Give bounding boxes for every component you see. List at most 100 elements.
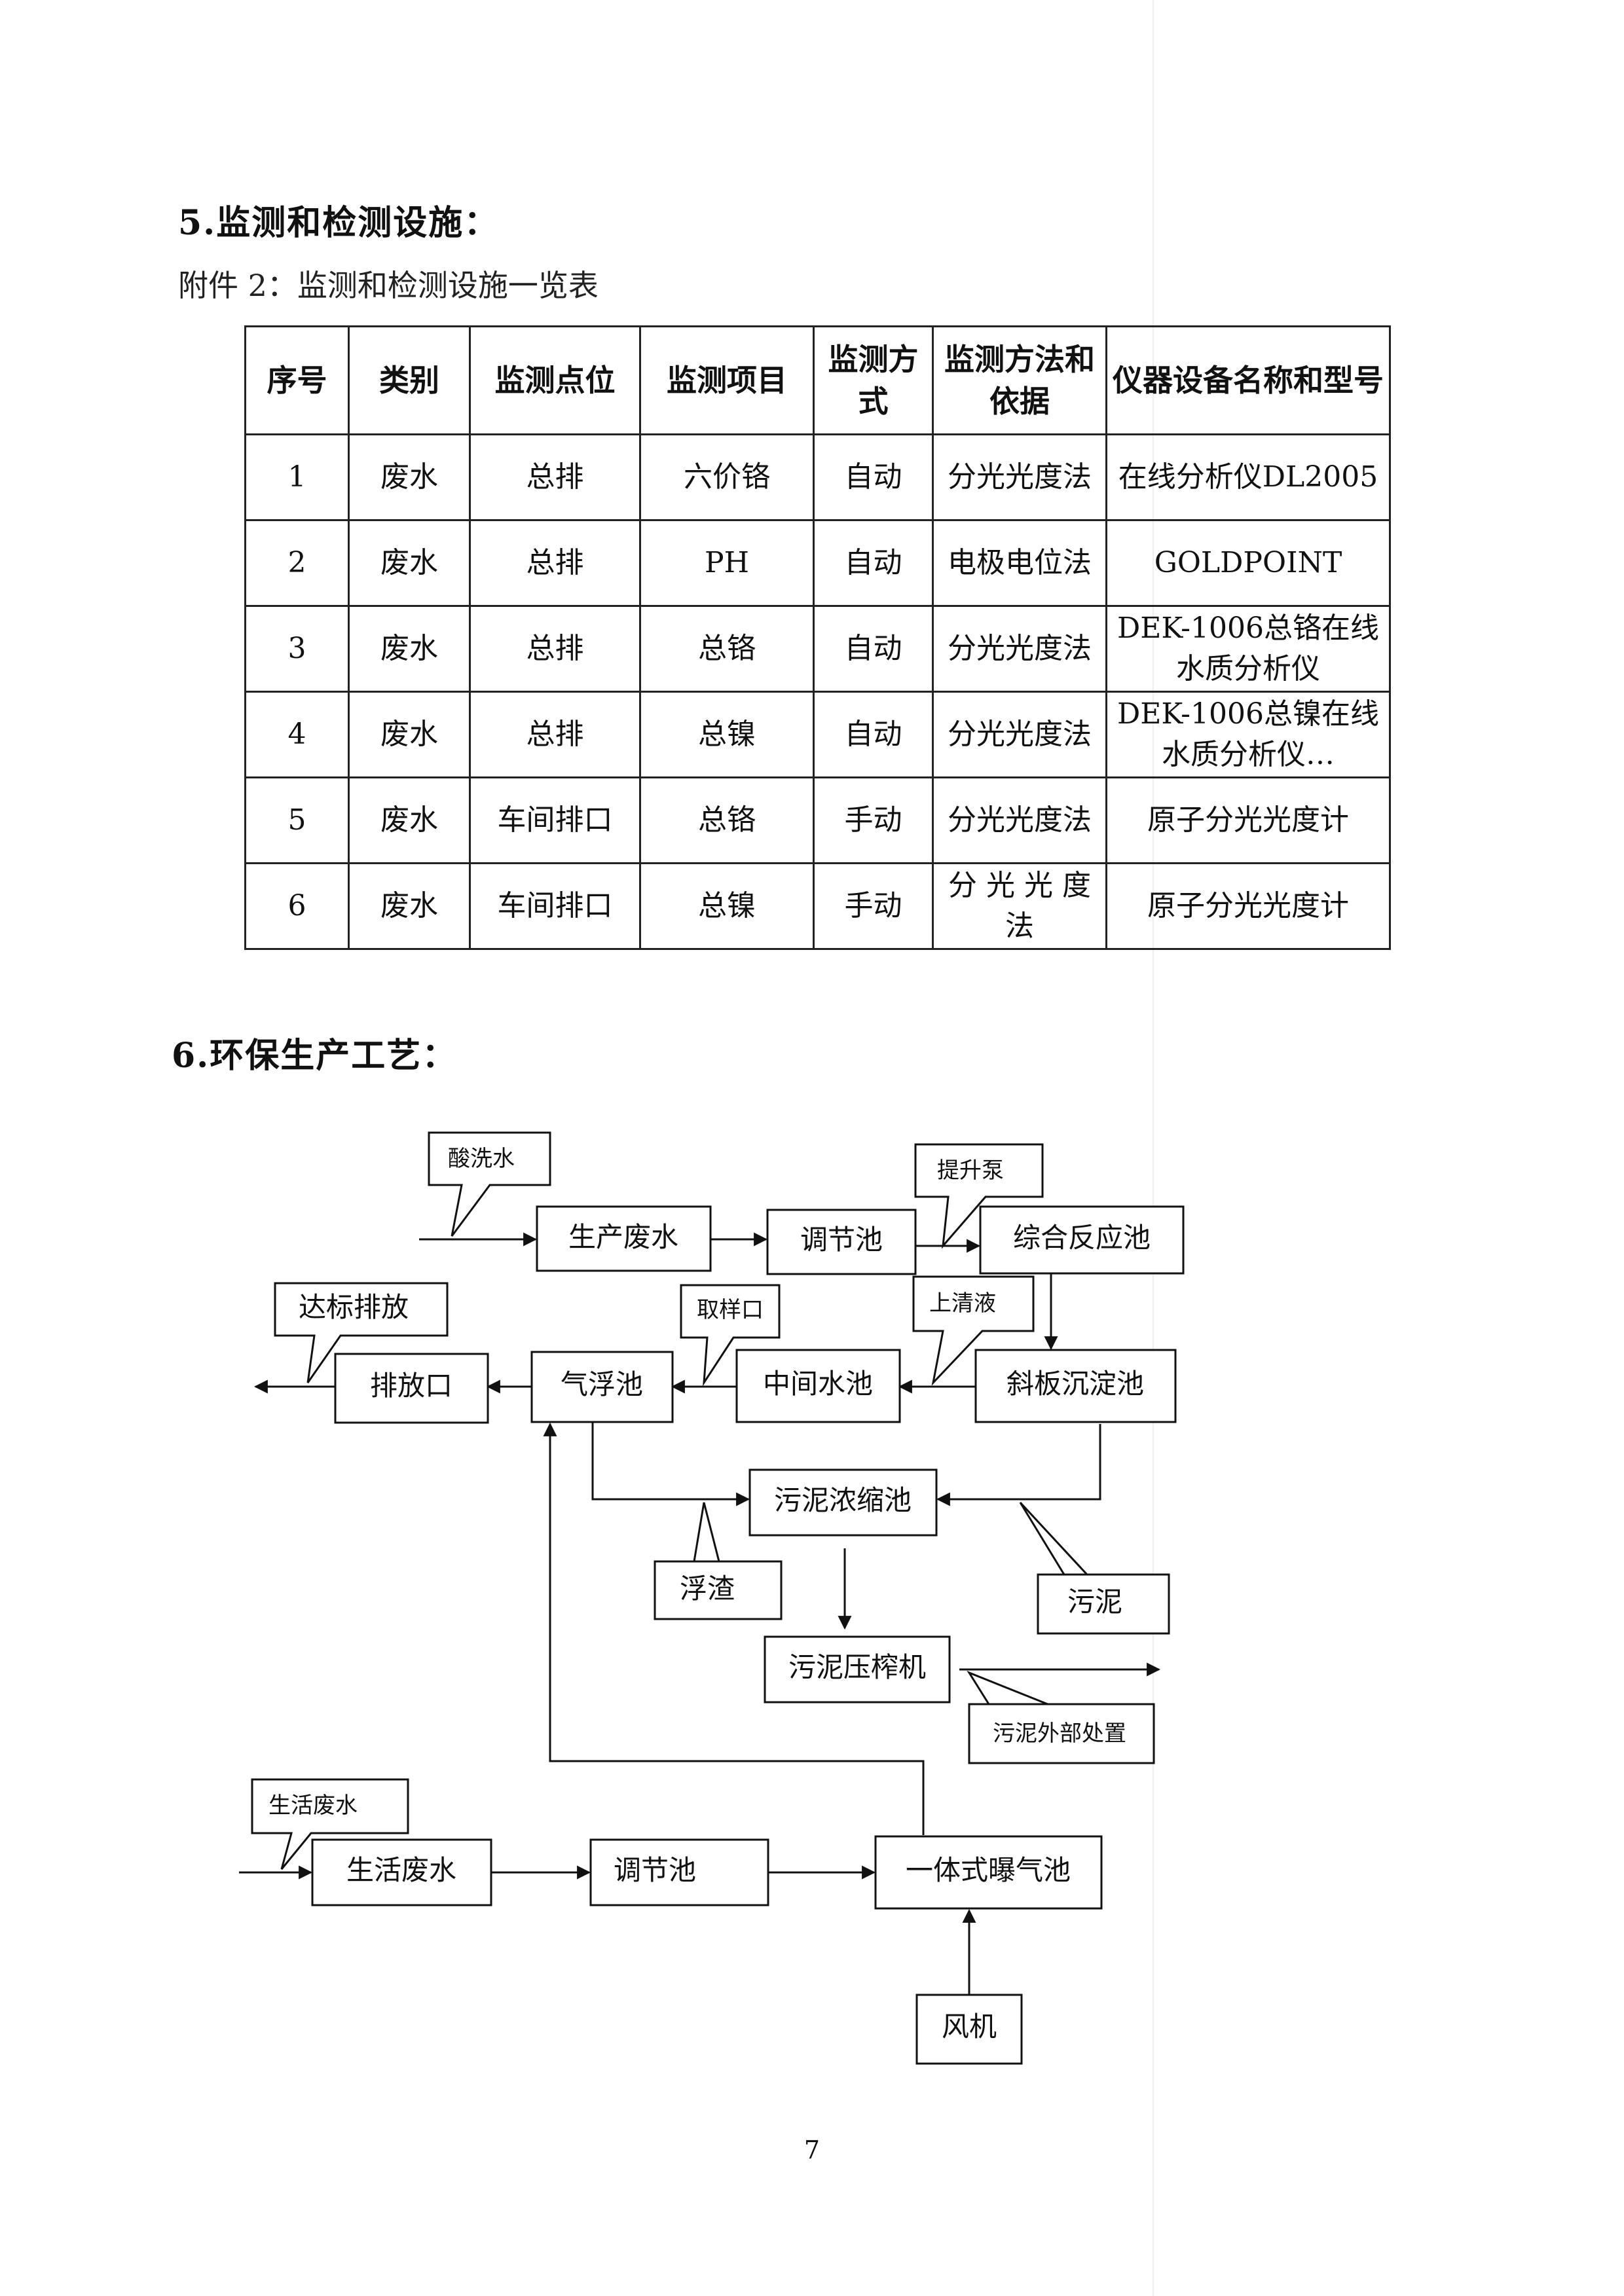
cell-index: 6 [244,862,350,950]
callout-compliant-discharge [274,1282,449,1383]
box-reaction-pool [979,1205,1185,1275]
box-sedimentation-pool [974,1349,1177,1423]
table-header-row: 序号 类别 监测点位 监测项目 监测方式 监测方法和依据 仪器设备名称和型号 [244,325,1391,435]
header-monitoring-point: 监测点位 [469,325,641,435]
callout-sludge [1019,1501,1170,1635]
table-row: 6 废水 车间排口 总镍 手动 分 光 光 度法 原子分光光度计 [244,862,1391,950]
cell-index: 3 [244,605,350,693]
box-flotation-pool [530,1351,674,1423]
label-domestic-wastewater: 生活废水 [346,1854,456,1886]
cell-item: 六价铬 [639,433,815,521]
header-category: 类别 [348,325,471,435]
scan-fold-line [1153,0,1154,2296]
label-sampling-port: 取样口 [697,1297,764,1323]
table-row: 1 废水 总排 六价铬 自动 分光光度法 在线分析仪DL2005 [244,433,1391,521]
table-row: 2 废水 总排 PH 自动 电极电位法 GOLDPOINT [244,519,1391,607]
label-acid-wash: 酸洗水 [448,1146,515,1172]
label-intermediate-pool: 中间水池 [763,1368,873,1400]
label-blower: 风机 [942,2011,997,2043]
callout-sludge-disposal [967,1670,1155,1764]
label-reaction-pool: 综合反应池 [1013,1222,1151,1254]
label-domestic-wastewater-note: 生活废水 [268,1793,358,1819]
cell-mode: 自动 [813,691,934,778]
cell-instrument: 原子分光光度计 [1105,776,1391,864]
box-blower [915,1994,1023,2065]
label-production-wastewater: 生产废水 [568,1221,678,1253]
cell-instrument: GOLDPOINT [1105,519,1391,607]
cell-point: 车间排口 [469,862,641,950]
cell-category: 废水 [348,862,471,950]
table-row: 5 废水 车间排口 总铬 手动 分光光度法 原子分光光度计 [244,776,1391,864]
arrow-scum-to-thickener [591,1422,750,1506]
label-flotation-pool: 气浮池 [561,1368,643,1400]
box-sludge-thickener [748,1468,938,1537]
cell-instrument: DEK-1006总铬在线水质分析仪 [1105,605,1391,693]
label-lift-pump: 提升泵 [937,1157,1004,1184]
callout-sampling-port [680,1284,781,1387]
cell-index: 1 [244,433,350,521]
cell-index: 2 [244,519,350,607]
label-compliant-discharge: 达标排放 [299,1291,409,1323]
label-regulating-pool-2: 调节池 [614,1854,696,1886]
label-sludge-thickener: 污泥浓缩池 [774,1484,912,1516]
callout-scum [654,1502,783,1620]
cell-category: 废水 [348,519,471,607]
cell-item: PH [639,519,815,607]
callout-supernatant [912,1275,1035,1386]
cell-category: 废水 [348,691,471,778]
cell-mode: 自动 [813,605,934,693]
header-method-basis: 监测方法和依据 [932,325,1107,435]
box-domestic-wastewater [311,1838,492,1906]
cell-method: 分光光度法 [932,605,1107,693]
label-sedimentation-pool: 斜板沉淀池 [1006,1368,1144,1400]
cell-point: 总排 [469,605,641,693]
box-filter-press [764,1635,951,1704]
monitoring-facilities-table: 序号 类别 监测点位 监测项目 监测方式 监测方法和依据 仪器设备名称和型号 1… [244,325,1391,950]
cell-point: 车间排口 [469,776,641,864]
cell-method: 分光光度法 [932,433,1107,521]
section5-heading: 5.监测和检测设施： [178,203,500,243]
section6-heading: 6.环保生产工艺： [172,1036,458,1076]
label-filter-press: 污泥压榨机 [788,1651,926,1683]
header-index: 序号 [244,325,350,435]
label-outlet: 排放口 [370,1370,452,1402]
cell-instrument: 在线分析仪DL2005 [1105,433,1391,521]
callout-domestic-wastewater [251,1778,409,1870]
cell-method: 分 光 光 度法 [932,862,1107,950]
cell-index: 4 [244,691,350,778]
label-sludge-disposal: 污泥外部处置 [993,1721,1126,1747]
cell-index: 5 [244,776,350,864]
cell-mode: 自动 [813,433,934,521]
cell-mode: 手动 [813,776,934,864]
cell-item: 总镍 [639,691,815,778]
box-aeration-pool [874,1835,1103,1910]
label-regulating-pool-1: 调节池 [800,1224,883,1256]
callout-acid-wash [428,1131,551,1237]
header-monitoring-item: 监测项目 [639,325,815,435]
cell-method: 分光光度法 [932,691,1107,778]
cell-point: 总排 [469,433,641,521]
cell-item: 总铬 [639,605,815,693]
arrow-sludge-to-thickener [936,1424,1101,1506]
table-row: 3 废水 总排 总铬 自动 分光光度法 DEK-1006总铬在线水质分析仪 [244,605,1391,693]
table-row: 4 废水 总排 总镍 自动 分光光度法 DEK-1006总镍在线水质分析仪… [244,691,1391,778]
label-scum: 浮渣 [680,1573,735,1605]
box-regulating-pool-1 [766,1209,917,1275]
box-production-wastewater [536,1205,712,1272]
cell-category: 废水 [348,433,471,521]
header-monitoring-mode: 监测方式 [813,325,934,435]
header-instrument-model: 仪器设备名称和型号 [1105,325,1391,435]
box-regulating-pool-2 [589,1838,769,1906]
table-caption: 附件 2：监测和检测设施一览表 [178,268,599,303]
box-intermediate-pool [735,1349,901,1423]
cell-category: 废水 [348,605,471,693]
label-supernatant: 上清液 [929,1290,996,1317]
cell-item: 总铬 [639,776,815,864]
cell-item: 总镍 [639,862,815,950]
cell-point: 总排 [469,519,641,607]
cell-mode: 自动 [813,519,934,607]
cell-method: 分光光度法 [932,776,1107,864]
cell-mode: 手动 [813,862,934,950]
cell-instrument: 原子分光光度计 [1105,862,1391,950]
